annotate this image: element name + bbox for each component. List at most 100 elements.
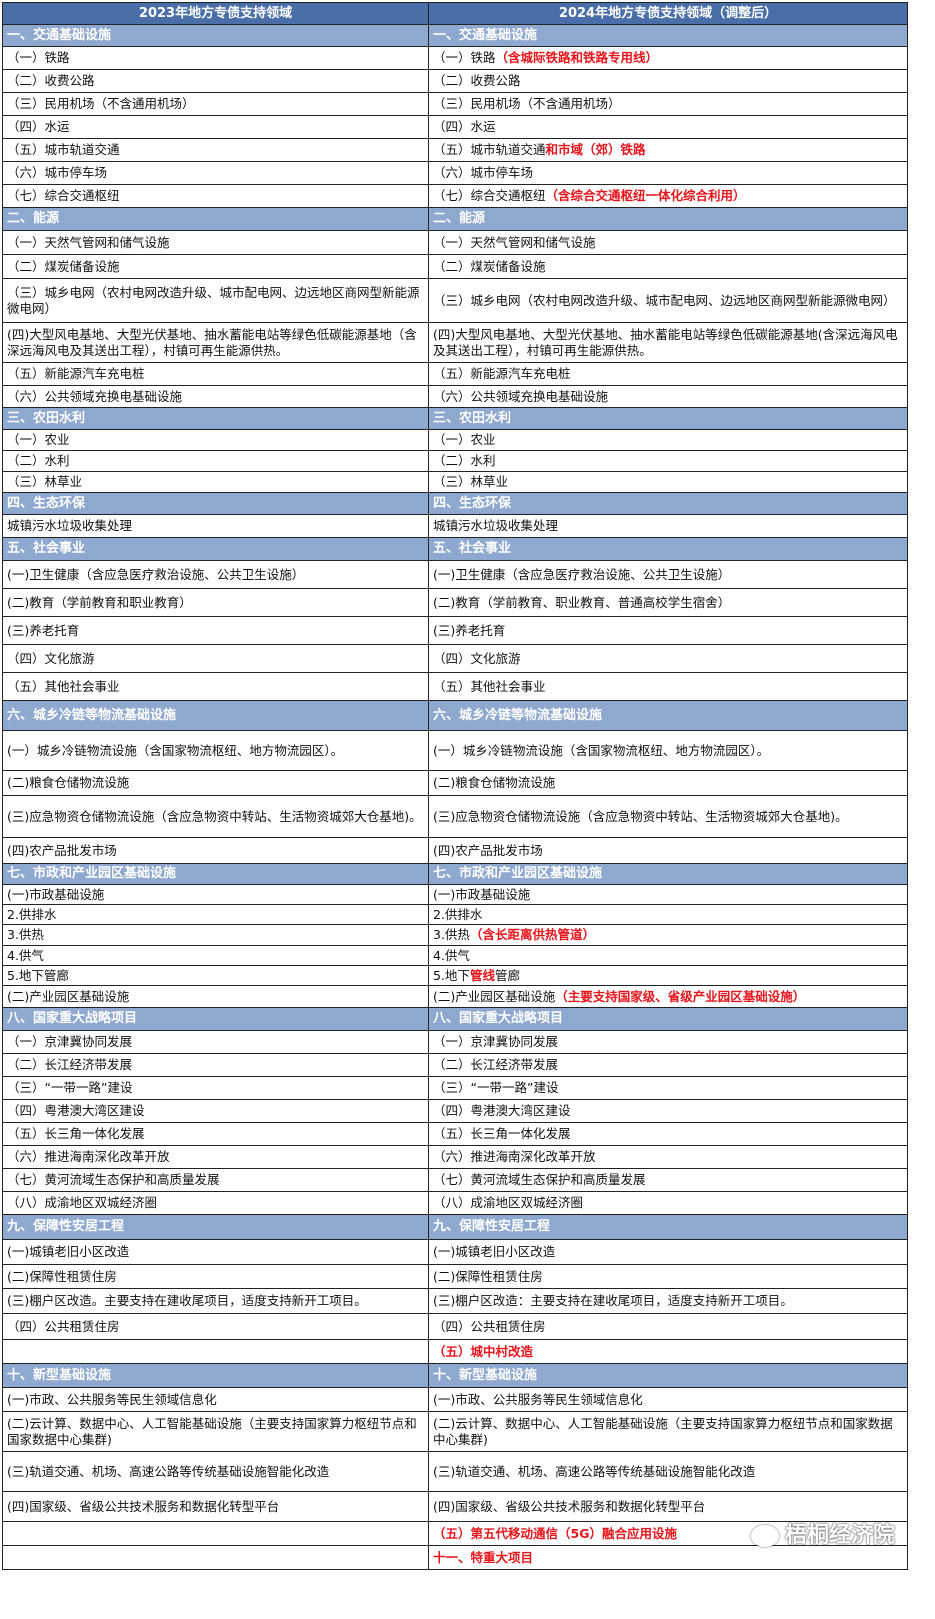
cell-text: （三）林草业: [433, 474, 509, 489]
cell-2024: （四）水运: [428, 115, 908, 139]
cell-text: 三、农田水利: [433, 410, 512, 426]
cell-2024: 城镇污水垃圾收集处理: [428, 514, 908, 538]
table-row: (一)市政、公共服务等民生领域信息化(一)市政、公共服务等民生领域信息化: [2, 1387, 908, 1412]
cell-2023: (一）城乡冷链物流设施（含国家物流枢纽、地方物流园区）。: [2, 730, 429, 771]
cell-text: （一）天然气管网和储气设施: [433, 234, 596, 250]
cell-text: (四)农产品批发市场: [433, 842, 543, 858]
cell-text: （三）民用机场（不含通用机场）: [433, 96, 621, 111]
wechat-icon: [750, 1525, 779, 1547]
cell-text: （七）综合交通枢纽: [433, 188, 546, 203]
table-row: （八）成渝地区双城经济圈（八）成渝地区双城经济圈: [2, 1191, 908, 1215]
cell-2023: 三、农田水利: [2, 407, 429, 430]
table-row: （六）公共领域充换电基础设施（六）公共领域充换电基础设施: [2, 385, 908, 408]
cell-text: （七）黄河流域生态保护和高质量发展: [433, 1172, 646, 1187]
table-row: （一）农业（一）农业: [2, 429, 908, 451]
table-row: （七）综合交通枢纽（七）综合交通枢纽（含综合交通枢纽一体化综合利用）: [2, 184, 908, 208]
cell-text: （六）公共领域充换电基础设施: [433, 388, 609, 404]
cell-2023: （二）水利: [2, 450, 429, 472]
cell-2024: （三）城乡电网（农村电网改造升级、城市配电网、边远地区商网型新能源微电网）: [428, 278, 908, 323]
added-text: （五）第五代移动通信（5G）融合应用设施: [433, 1525, 677, 1541]
cell-text: （三）“一带一路”建设: [433, 1080, 559, 1095]
cell-2024: （一）天然气管网和储气设施: [428, 230, 908, 255]
table-row: (三)应急物资仓储物流设施（含应急物资中转站、生活物资城郊大仓基地)。(三)应急…: [2, 795, 908, 838]
cell-2024: (二)产业园区基础设施（主要支持国家级、省级产业园区基础设施）: [428, 985, 908, 1008]
table-row: (四)国家级、省级公共技术服务和数据化转型平台(四)国家级、省级公共技术服务和数…: [2, 1491, 908, 1522]
header-2023: 2023年地方专债支持领域: [2, 2, 429, 25]
cell-2024: （八）成渝地区双城经济圈: [428, 1191, 908, 1215]
cell-2023: (四)大型风电基地、大型光伏基地、抽水蓄能电站等绿色低碳能源基地（含深远海风电及…: [2, 322, 429, 363]
table-row: （五）长三角一体化发展（五）长三角一体化发展: [2, 1122, 908, 1146]
section-row: 九、保障性安居工程九、保障性安居工程: [2, 1214, 908, 1240]
cell-2024: （四）公共租赁住房: [428, 1313, 908, 1340]
cell-2024: （一）铁路（含城际铁路和铁路专用线）: [428, 46, 908, 70]
cell-2023: (四)国家级、省级公共技术服务和数据化转型平台: [2, 1491, 429, 1522]
table-row: (四)农产品批发市场(四)农产品批发市场: [2, 837, 908, 864]
cell-text: 城镇污水垃圾收集处理: [433, 518, 559, 533]
cell-text: 六、城乡冷链等物流基础设施: [433, 707, 603, 723]
cell-text: 四、生态环保: [433, 495, 512, 511]
cell-2024: (二)粮食仓储物流设施: [428, 770, 908, 796]
added-text: （含综合交通枢纽一体化综合利用）: [545, 188, 746, 203]
cell-2024: （二）煤炭储备设施: [428, 254, 908, 279]
table-row: （一）铁路（一）铁路（含城际铁路和铁路专用线）: [2, 46, 908, 70]
cell-2024: 一、交通基础设施: [428, 24, 908, 47]
cell-2023: （三）城乡电网（农村电网改造升级、城市配电网、边远地区商网型新能源微电网）: [2, 278, 429, 323]
section-row: 二、能源二、能源: [2, 207, 908, 231]
added-text: （含城际铁路和铁路专用线）: [495, 50, 659, 65]
cell-text: (三)应急物资仓储物流设施（含应急物资中转站、生活物资城郊大仓基地)。: [433, 808, 848, 824]
comparison-table: 2023年地方专债支持领域 2024年地方专债支持领域（调整后） 一、交通基础设…: [2, 2, 908, 1570]
cell-2023: 五、社会事业: [2, 537, 429, 561]
cell-text: 九、保障性安居工程: [433, 1219, 551, 1234]
cell-2023: (一)卫生健康（含应急医疗救治设施、公共卫生设施）: [2, 560, 429, 589]
cell-2023: （七）综合交通枢纽: [2, 184, 429, 208]
table-row: （五）新能源汽车充电桩（五）新能源汽车充电桩: [2, 362, 908, 386]
cell-2023: （八）成渝地区双城经济圈: [2, 1191, 429, 1215]
cell-text: 一、交通基础设施: [433, 27, 538, 43]
watermark: 梧桐经济院: [750, 1517, 895, 1549]
cell-2023: (二)教育（学前教育和职业教育）: [2, 588, 429, 617]
section-row: 十、新型基础设施十、新型基础设施: [2, 1363, 908, 1388]
cell-2023: (一)市政基础设施: [2, 884, 429, 905]
cell-2024: （六）城市停车场: [428, 161, 908, 185]
cell-2023: （五）长三角一体化发展: [2, 1122, 429, 1146]
cell-2024: (三)养老托育: [428, 616, 908, 645]
cell-2023: （二）长江经济带发展: [2, 1053, 429, 1077]
cell-text: (一)城镇老旧小区改造: [433, 1244, 556, 1259]
cell-text: 十、新型基础设施: [433, 1367, 538, 1383]
cell-2024: （五）第五代移动通信（5G）融合应用设施: [428, 1521, 908, 1546]
cell-2024: (一）城乡冷链物流设施（含国家物流枢纽、地方物流园区）。: [428, 730, 908, 771]
table-row: （二）长江经济带发展（二）长江经济带发展: [2, 1053, 908, 1077]
cell-2023: （三）“一带一路”建设: [2, 1076, 429, 1100]
cell-text: （二）水利: [433, 453, 496, 468]
cell-2023: (三)棚户区改造。主要支持在建收尾项目，适度支持新开工项目。: [2, 1288, 429, 1314]
table-row: (一)市政基础设施(一)市政基础设施: [2, 884, 908, 905]
cell-2023: 六、城乡冷链等物流基础设施: [2, 700, 429, 731]
table-row: （五）城中村改造: [2, 1339, 908, 1364]
added-text: （含长距离供热管道）: [469, 927, 595, 942]
cell-2024: 五、社会事业: [428, 537, 908, 561]
table-row: （四）公共租赁住房（四）公共租赁住房: [2, 1313, 908, 1340]
cell-2023: 四、生态环保: [2, 492, 429, 515]
table-row: （六）推进海南深化改革开放（六）推进海南深化改革开放: [2, 1145, 908, 1169]
cell-text: (一)市政、公共服务等民生领域信息化: [433, 1391, 643, 1407]
table-row: (一)城镇老旧小区改造(一)城镇老旧小区改造: [2, 1239, 908, 1265]
cell-2023: (三)养老托育: [2, 616, 429, 645]
cell-2023: （一）天然气管网和储气设施: [2, 230, 429, 255]
added-text: （五）城中村改造: [433, 1343, 534, 1359]
cell-2023: 2.供排水: [2, 904, 429, 925]
table-row: （七）黄河流域生态保护和高质量发展（七）黄河流域生态保护和高质量发展: [2, 1168, 908, 1192]
cell-text: (二)保障性租赁住房: [433, 1268, 543, 1284]
cell-text: （一）京津冀协同发展: [433, 1034, 559, 1049]
cell-2023: （三）林草业: [2, 471, 429, 493]
table-row: （三）“一带一路”建设 （三）“一带一路”建设: [2, 1076, 908, 1100]
cell-2023: （一）铁路: [2, 46, 429, 70]
section-row: 七、市政和产业园区基础设施七、市政和产业园区基础设施: [2, 863, 908, 885]
cell-2023: 4.供气: [2, 945, 429, 966]
table-row: （一）京津冀协同发展（一）京津冀协同发展: [2, 1030, 908, 1054]
cell-2024: （五）城市轨道交通和市域（郊）铁路: [428, 138, 908, 162]
cell-2023: (二)保障性租赁住房: [2, 1264, 429, 1289]
cell-2023: 城镇污水垃圾收集处理: [2, 514, 429, 538]
section-row: 一、交通基础设施一、交通基础设施: [2, 24, 908, 47]
